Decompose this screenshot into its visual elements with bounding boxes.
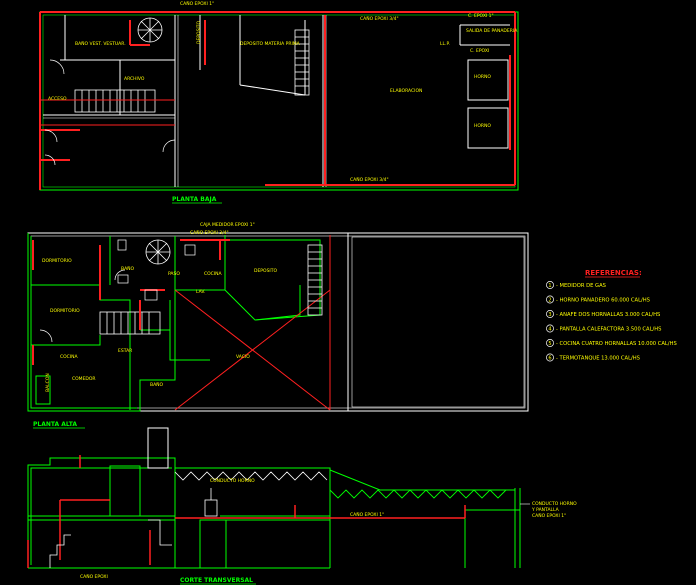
vacio-diagonals (174, 235, 331, 411)
reference-number-circle (546, 324, 554, 333)
reference-number-circle (546, 295, 554, 304)
cross-section: CONDUCTO HORNO CAÑO EPOXI 1" CAÑO EPOXI … (27, 427, 577, 585)
ground-pipe-right-mid: C. EPOXI (470, 48, 489, 54)
upper-room-dormitorio1: DORMITORIO (42, 258, 72, 264)
reference-item-text: - HORNO PANADERO 60.000 CAL/HS (556, 298, 650, 304)
upper-room-cocina2: COCINA (60, 354, 79, 360)
ground-pipe-top: CAÑO EPOXI 1" (180, 0, 214, 7)
upper-floor-plan: CAJA MEDIDOR EPOXI 1" CAÑO EPOXI 3/4" DO… (27, 222, 529, 429)
ground-room-bano: BAÑO VEST. VESTUAR. (75, 40, 126, 47)
section-title: CORTE TRANSVERSAL (180, 577, 253, 584)
ground-pipe-bottom-mid: CAÑO EPOXI 3/4" (350, 176, 389, 183)
upper-floor-title: PLANTA ALTA (33, 421, 77, 428)
reference-number: 3 (548, 312, 551, 318)
section-right-label-3: CAÑO EPOXI 1" (532, 512, 566, 519)
references-legend: REFERENCIAS: 1 - MEDIDOR DE GAS 2 - HORNO P… (546, 269, 677, 362)
ground-room-archivo: ARCHIVO (124, 76, 145, 82)
reference-item-text: - PANTALLA CALEFACTORA 3.500 CAL/HS (556, 327, 661, 333)
ground-room-acceso: ACCESO (48, 96, 67, 102)
reference-number-circle (546, 339, 554, 347)
upper-room-paso: PASO (168, 271, 180, 277)
upper-room-dormitorio2: DORMITORIO (50, 308, 80, 314)
reference-number-circle (546, 353, 554, 362)
ground-gas-lines (39, 11, 516, 190)
upper-pipe-top: CAJA MEDIDOR EPOXI 1" (200, 222, 255, 228)
upper-room-balcon: BALCON (45, 373, 51, 392)
reference-number: 1 (548, 283, 551, 289)
ground-room-salida: SALIDA DE PANADERIA (466, 28, 518, 34)
reference-number: 4 (548, 327, 551, 333)
upper-outer-wall (27, 232, 529, 412)
section-right-label-2: Y PANTALLA (531, 507, 560, 513)
section-chimney-label: CONDUCTO HORNO (210, 478, 255, 484)
upper-pipe-top2: CAÑO EPOXI 3/4" (190, 229, 229, 236)
roof-truss-left (174, 471, 328, 481)
ground-pipe-top-mid: CAÑO EPOXI 3/4" (360, 15, 399, 22)
upper-room-bano2: BAÑO (150, 381, 164, 388)
ground-room-elaboracion: ELABORACION (390, 88, 422, 94)
reference-number-circle (546, 310, 554, 318)
reference-item-text: - ANAFE DOS HORNALLAS 3.000 CAL/HS (556, 312, 660, 318)
upper-room-vacio: VACIO (236, 354, 250, 360)
section-bottom-label: CAÑO EPOXI (80, 573, 108, 580)
ground-outer-wall (39, 11, 519, 191)
upper-room-bano: BAÑO (121, 265, 135, 272)
reference-number-circle (546, 281, 554, 289)
ground-pipe-right: C. EPOXI 1" (468, 13, 494, 19)
references-title: REFERENCIAS: (585, 269, 642, 277)
upper-room-lavadero: LAV. (196, 289, 205, 295)
section-gas-lines (27, 455, 466, 568)
upper-room-comedor: COMEDOR (72, 376, 96, 382)
section-pipe-label: CAÑO EPOXI 1" (350, 511, 384, 518)
oven-2-label: HORNO (474, 123, 491, 129)
ground-floor-title: PLANTA BAJA (172, 196, 217, 203)
ground-floor-plan: CAÑO EPOXI 1" CAÑO EPOXI 3/4" CAÑO EPOXI… (39, 0, 519, 204)
reference-number: 6 (548, 356, 551, 362)
roof-truss-right (329, 489, 507, 499)
upper-room-estar: ESTAR (118, 348, 132, 354)
reference-number: 5 (548, 341, 551, 347)
reference-item-text: - COCINA CUATRO HORNALLAS 10.000 CAL/HS (556, 341, 677, 347)
oven-1 (467, 59, 509, 101)
oven-2 (467, 107, 509, 149)
ground-llave: LL.P. (440, 41, 450, 47)
ground-stairs (74, 17, 310, 113)
oven-1-label: HORNO (474, 74, 491, 80)
ground-room-deposito: DEPOSITO (196, 21, 202, 44)
reference-number: 2 (548, 298, 551, 304)
upper-room-deposito: DEPOSITO (254, 268, 277, 274)
reference-item-text: - TERMOTANQUE 13.000 CAL/HS (556, 356, 640, 362)
upper-room-cocina: COCINA (204, 271, 223, 277)
reference-item-text: - MEDIDOR DE GAS (556, 283, 606, 289)
ground-room-deposito-mp: DEPOSITO MATERIA PRIMA (240, 41, 301, 47)
section-right-label-1: CONDUCTO HORNO (532, 501, 577, 507)
